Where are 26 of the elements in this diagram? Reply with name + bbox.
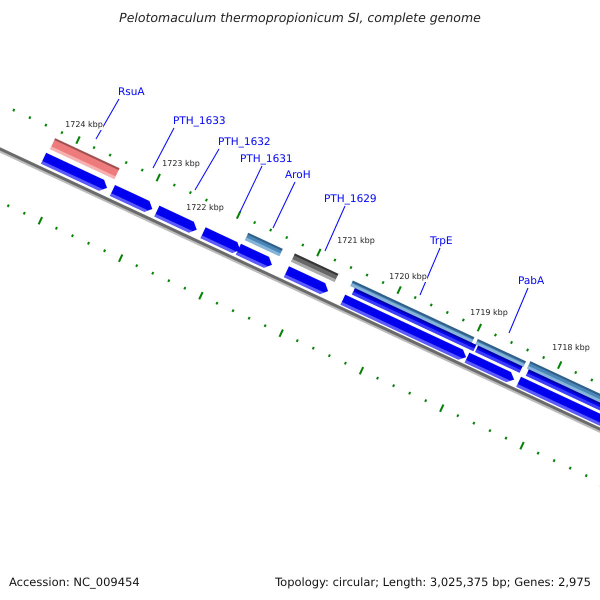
tick-label: 1718 kbp (552, 343, 590, 353)
leader-line (420, 248, 440, 296)
genome-stats-text: Topology: circular; Length: 3,025,375 bp; Genes: 2,975 (275, 575, 591, 589)
gene-label: PTH_1632 (218, 136, 271, 149)
leader-line (240, 166, 262, 212)
gene-label: PTH_1629 (324, 193, 377, 206)
tick-label: 1719 kbp (470, 308, 508, 318)
gene-label: PabA (518, 275, 544, 288)
leader-line (194, 148, 220, 190)
gene-label: RsuA (118, 86, 145, 99)
leader-line (272, 182, 296, 228)
tick-label: 1722 kbp (186, 203, 224, 213)
tick-label: 1724 kbp (65, 120, 103, 130)
gene-label: PTH_1633 (173, 115, 226, 128)
leader-line (324, 206, 346, 252)
leader-line (508, 288, 528, 334)
tick-label: 1721 kbp (337, 236, 375, 246)
tick-label: 1720 kbp (389, 272, 427, 282)
gene-label: TrpE (430, 235, 452, 248)
tick-label: 1723 kbp (162, 159, 200, 169)
gene-label: AroH (285, 169, 311, 182)
title: Pelotomaculum thermopropionicum SI, complete genome (118, 10, 482, 26)
leader-line (152, 128, 174, 168)
gene-label: PTH_1631 (240, 153, 293, 166)
accession-text: Accession: NC_009454 (9, 575, 140, 589)
leader-line (96, 98, 120, 140)
